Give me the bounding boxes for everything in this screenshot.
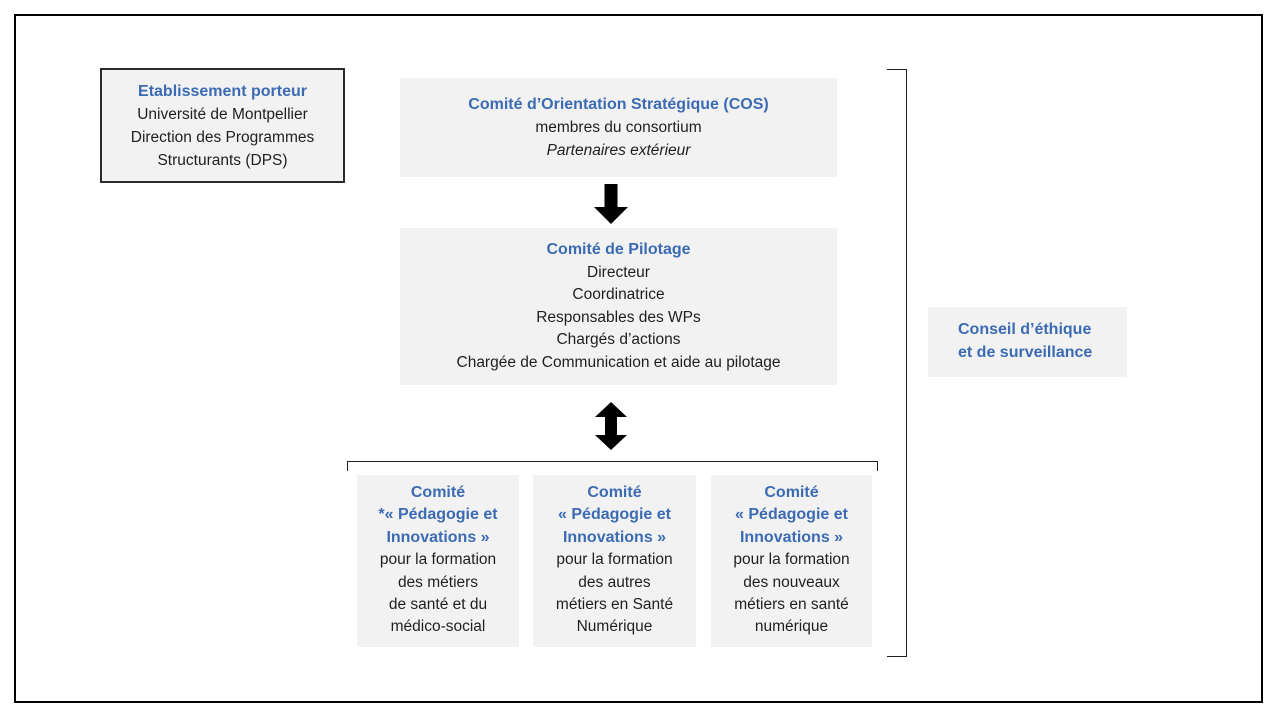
pilotage-member: Chargée de Communication et aide au pilo…	[456, 353, 781, 371]
conseil-line: Conseil d’éthique	[958, 321, 1092, 338]
pilotage-member: Coordinatrice	[572, 286, 665, 303]
pilotage-member: Responsables des WPs	[536, 308, 701, 326]
comite-pedagogie-box-1: Comité *« Pédagogie et Innovations » pou…	[357, 475, 519, 647]
comite-title-line: Innovations »	[739, 528, 844, 546]
etablissement-title: Etablissement porteur	[138, 83, 307, 100]
comite-title-line: Comité	[764, 484, 819, 501]
etablissement-line: Université de Montpellier	[137, 106, 308, 123]
comite-body-line: pour la formation	[556, 551, 673, 569]
comite-body-line: des nouveaux	[743, 573, 840, 591]
comites-group-bracket	[347, 461, 878, 471]
etablissement-line: Structurants (DPS)	[157, 152, 288, 169]
comite-title-line: Comité	[410, 484, 466, 501]
comite-body-line: pour la formation	[733, 551, 850, 569]
pilotage-box: Comité de Pilotage Directeur Coordinatri…	[400, 228, 837, 385]
conseil-line: et de surveillance	[958, 344, 1093, 361]
comite-title-line: Innovations »	[562, 528, 667, 546]
comite-title-line: *« Pédagogie et	[378, 506, 498, 524]
comite-title-line: « Pédagogie et	[558, 506, 671, 524]
outer-frame	[14, 14, 1263, 703]
comite-title-line: Innovations »	[386, 528, 490, 546]
comite-body-line: Numérique	[576, 618, 653, 636]
oversight-scope-bracket	[887, 69, 907, 657]
cos-box: Comité d’Orientation Stratégique (COS) m…	[400, 78, 837, 177]
comite-pedagogie-box-2: Comité « Pédagogie et Innovations » pour…	[533, 475, 696, 647]
etablissement-box: Etablissement porteur Université de Mont…	[100, 68, 345, 183]
comite-body-line: pour la formation	[379, 551, 497, 569]
pilotage-title: Comité de Pilotage	[546, 241, 691, 258]
double-arrow-icon	[595, 402, 627, 450]
comite-body-line: des métiers	[397, 573, 479, 591]
comite-body-line: métiers en Santé	[555, 596, 674, 614]
pilotage-member: Chargés d’actions	[556, 331, 681, 348]
comite-body-line: de santé et du	[388, 596, 488, 614]
down-arrow-icon	[594, 184, 628, 224]
comite-body-line: des autres	[578, 573, 651, 591]
comite-body-line: médico-social	[390, 618, 486, 636]
comite-title-line: Comité	[587, 484, 642, 501]
comite-title-line: « Pédagogie et	[735, 506, 848, 524]
etablissement-line: Direction des Programmes	[130, 129, 315, 146]
comite-body-line: métiers en santé	[734, 596, 849, 614]
conseil-ethique-box: Conseil d’éthique et de surveillance	[928, 307, 1127, 377]
cos-title: Comité d’Orientation Stratégique (COS)	[468, 96, 769, 113]
cos-members-line: membres du consortium	[535, 119, 702, 136]
pilotage-member: Directeur	[587, 263, 650, 281]
cos-partners-line: Partenaires extérieur	[546, 142, 691, 159]
comite-body-line: numérique	[754, 618, 829, 636]
comite-pedagogie-box-3: Comité « Pédagogie et Innovations » pour…	[711, 475, 872, 647]
